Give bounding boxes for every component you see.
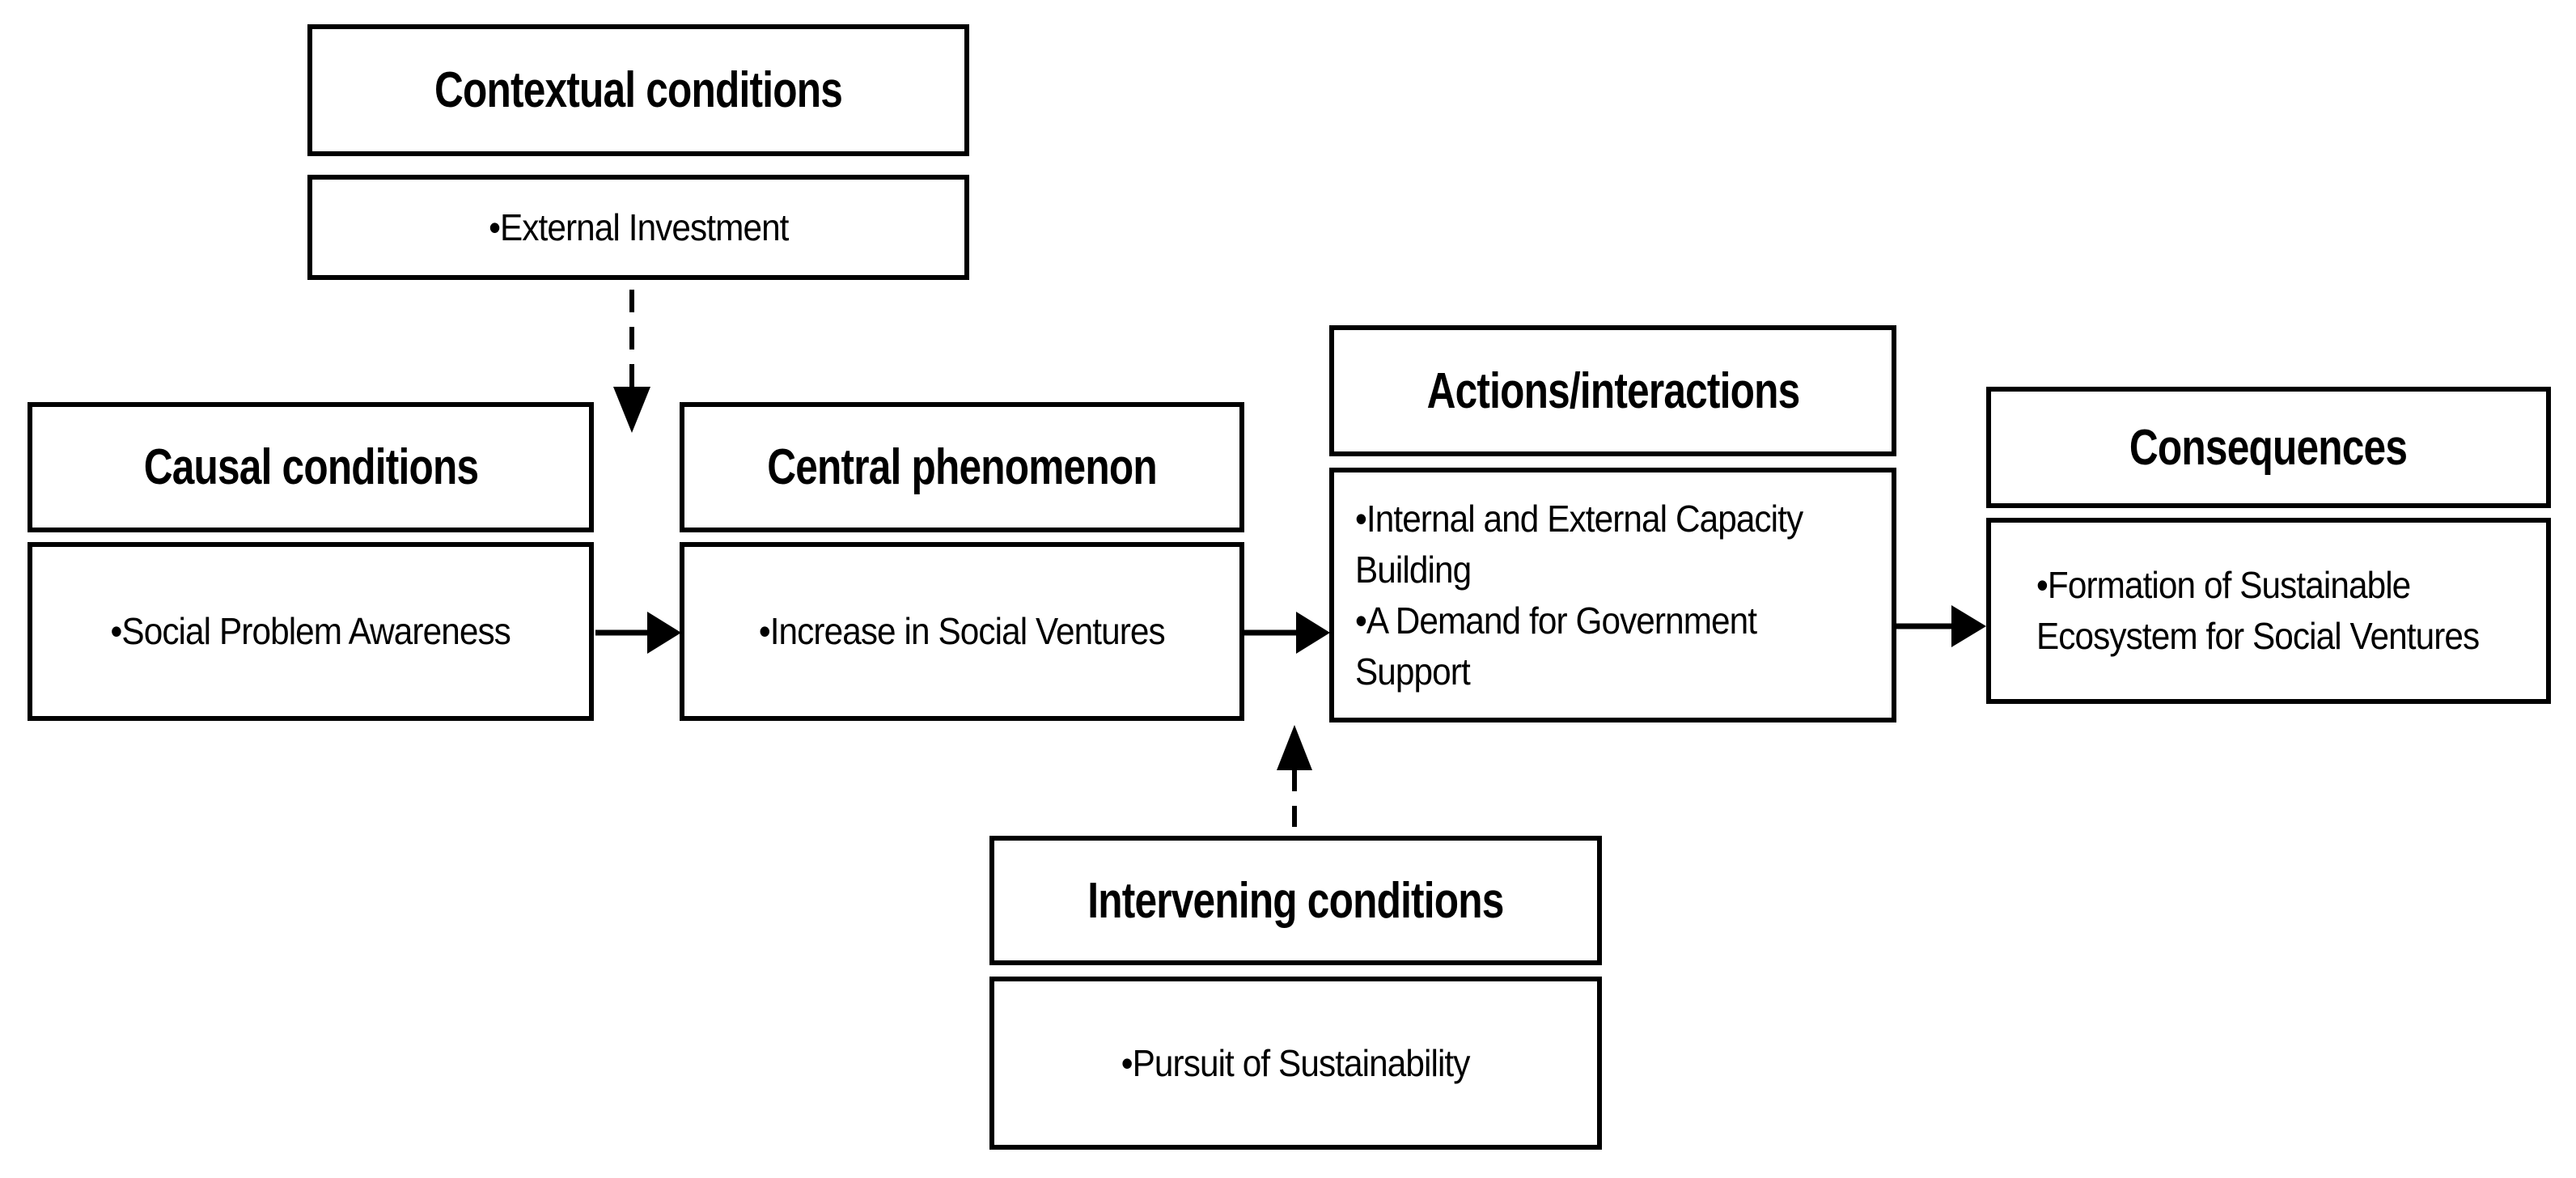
contextual-conditions-content: •External Investment	[307, 175, 969, 280]
bullet-sustainable-ecosystem: •Formation of Sustainable Ecosystem for …	[2036, 564, 2480, 657]
arrow-actions-to-consequences	[1896, 605, 1986, 647]
consequences-content: •Formation of Sustainable Ecosystem for …	[1986, 518, 2551, 704]
causal-conditions-content: •Social Problem Awareness	[28, 542, 594, 721]
arrow-causal-to-central	[595, 612, 681, 654]
bullet-demand-government-support: •A Demand for Government Support	[1355, 599, 1757, 693]
bullet-social-problem-awareness: •Social Problem Awareness	[110, 610, 511, 652]
actions-interactions-header: Actions/interactions	[1329, 325, 1896, 456]
arrow-central-to-actions	[1243, 612, 1330, 654]
intervening-conditions-header: Intervening conditions	[989, 836, 1602, 965]
actions-interactions-title: Actions/interactions	[1426, 362, 1800, 419]
bullet-external-investment: •External Investment	[488, 206, 789, 248]
causal-conditions-title: Causal conditions	[143, 439, 478, 495]
arrow-intervening-to-actions	[1277, 725, 1312, 836]
causal-conditions-header: Causal conditions	[28, 402, 594, 532]
contextual-conditions-title: Contextual conditions	[434, 62, 843, 118]
central-phenomenon-content: •Increase in Social Ventures	[680, 542, 1244, 721]
bullet-capacity-building: •Internal and External Capacity Building	[1355, 497, 1803, 591]
intervening-conditions-content: •Pursuit of Sustainability	[989, 977, 1602, 1150]
bullet-increase-in-social-ventures: •Increase in Social Ventures	[759, 610, 1166, 652]
central-phenomenon-title: Central phenomenon	[767, 439, 1157, 495]
intervening-conditions-title: Intervening conditions	[1087, 872, 1504, 929]
central-phenomenon-header: Central phenomenon	[680, 402, 1244, 532]
arrow-contextual-to-central	[613, 290, 650, 433]
consequences-header: Consequences	[1986, 387, 2551, 508]
consequences-title: Consequences	[2129, 419, 2408, 476]
actions-interactions-content: •Internal and External Capacity Building…	[1329, 468, 1896, 722]
contextual-conditions-header: Contextual conditions	[307, 24, 969, 156]
bullet-pursuit-of-sustainability: •Pursuit of Sustainability	[1121, 1041, 1471, 1084]
